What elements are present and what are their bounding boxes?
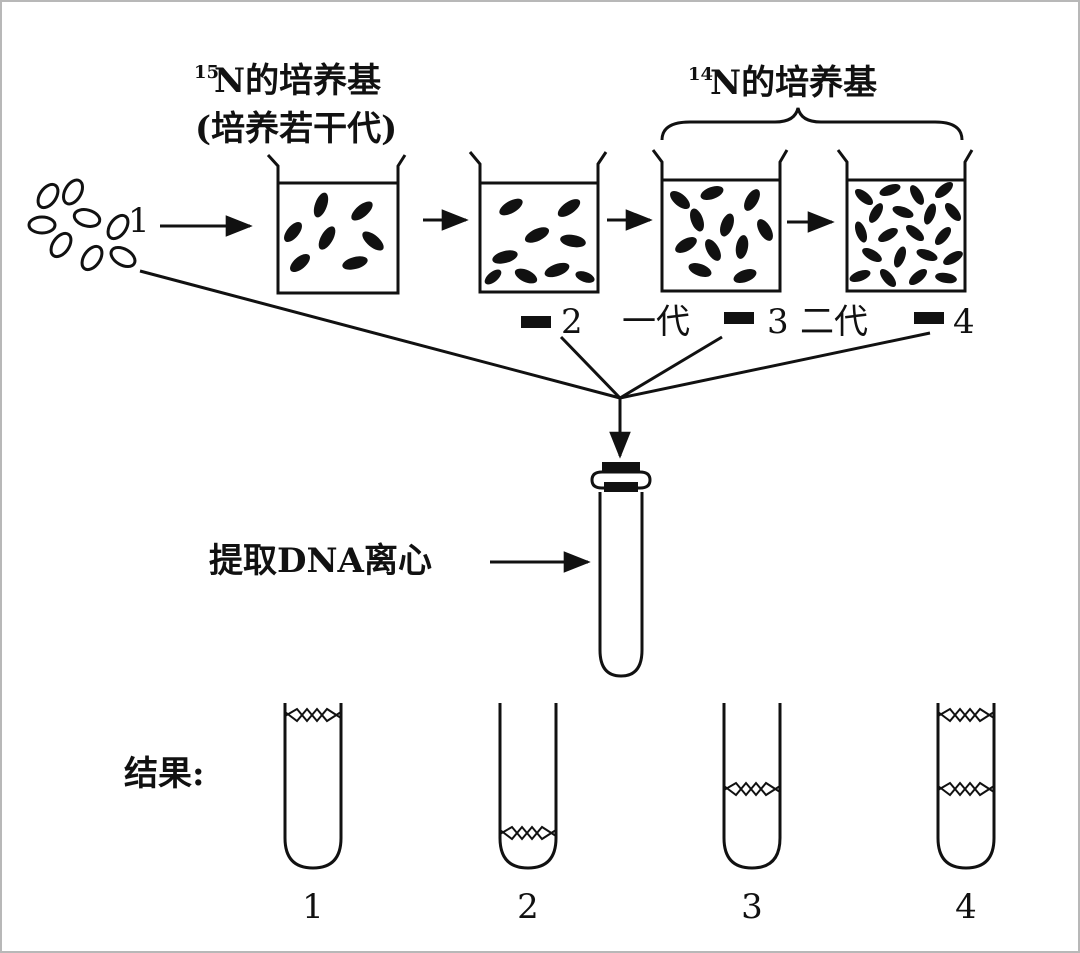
- generation-label-2: 二代: [800, 302, 868, 342]
- beaker-n15-bacteria: [284, 192, 384, 272]
- dna-band-bottom: [499, 825, 557, 841]
- sample-label-1: 1: [128, 201, 150, 241]
- result-tube-number: 1: [302, 887, 324, 927]
- n14-medium-label: 14 N的培养基: [688, 63, 877, 103]
- n15-isotope-superscript: 15: [194, 62, 219, 83]
- result-tubes: 1 2 3 4: [283, 703, 996, 927]
- dna-band-top: [937, 707, 995, 723]
- dna-band-middle: [723, 781, 781, 797]
- n14-isotope-superscript: 14: [688, 64, 713, 85]
- tube-cap: [602, 462, 640, 472]
- sample-label-2: 2: [561, 302, 583, 342]
- sample-label-4: 4: [953, 302, 975, 342]
- result-tube-1: 1: [283, 703, 343, 927]
- beaker-n14-gen2: [836, 149, 974, 293]
- n14-medium-title: N的培养基: [710, 63, 877, 103]
- n15-medium-title: N的培养基: [214, 61, 381, 101]
- sample-marker-4: [914, 312, 944, 324]
- dna-band-middle: [937, 781, 995, 797]
- n15-medium-subtitle: (培养若干代): [195, 109, 397, 149]
- result-tube-2: 2: [498, 703, 558, 927]
- beaker-n14-gen2-bacteria: [849, 181, 963, 288]
- result-tube-4: 4: [936, 703, 996, 927]
- centrifuge-tube: [590, 462, 652, 678]
- n14-brace: [660, 107, 964, 141]
- extract-dna-label: 提取DNA离心: [209, 541, 432, 581]
- sampling-lines: [139, 269, 931, 400]
- result-tube-number: 4: [955, 887, 977, 927]
- initial-bacteria-cluster: [27, 178, 137, 272]
- sample-label-3: 3: [767, 302, 789, 342]
- beaker-transfer: [468, 151, 608, 294]
- result-tube-number: 2: [517, 887, 539, 927]
- results-label: 结果:: [124, 754, 205, 794]
- beaker-n14-gen1: [651, 149, 789, 293]
- generation-label-1: 一代: [622, 302, 690, 342]
- beaker-transfer-bacteria: [484, 198, 595, 285]
- sample-marker-3: [724, 312, 754, 324]
- beaker-n14-gen1-bacteria: [670, 186, 773, 283]
- n15-medium-label: 15 N的培养基 (培养若干代): [194, 61, 397, 149]
- result-tube-number: 3: [741, 887, 763, 927]
- dna-band-top: [284, 707, 342, 723]
- beaker-n15: [266, 153, 407, 295]
- sample-marker-2: [521, 316, 551, 328]
- result-tube-3: 3: [722, 703, 782, 927]
